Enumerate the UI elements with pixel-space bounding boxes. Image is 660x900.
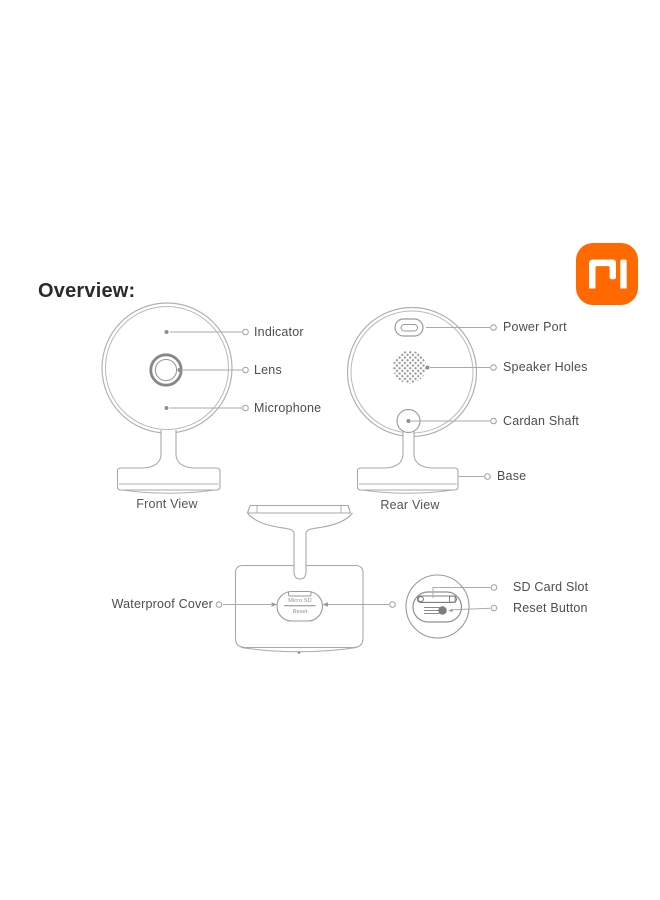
lens-inner-ring bbox=[154, 358, 178, 382]
microphone-dot bbox=[164, 406, 169, 410]
waterproof-cover-tab bbox=[288, 591, 312, 597]
label-microphone: Microphone bbox=[254, 401, 322, 415]
sd-card-slot-shape bbox=[416, 595, 458, 603]
label-lens: Lens bbox=[254, 363, 282, 377]
front-stand-base bbox=[116, 430, 221, 491]
label-speaker-holes: Speaker Holes bbox=[503, 360, 588, 374]
reset-arrow bbox=[448, 608, 453, 613]
rear-view-drawing bbox=[346, 306, 497, 494]
cardan-shaft-leader-end bbox=[490, 417, 497, 425]
bottom-view-drawing bbox=[215, 504, 396, 654]
caption-front-view: Front View bbox=[136, 497, 198, 511]
indicator-dot bbox=[164, 330, 169, 334]
sd-card-slot-leader-end bbox=[490, 584, 498, 591]
label-sd-card-slot: SD Card Slot bbox=[513, 580, 589, 594]
power-port-leader-end bbox=[490, 324, 497, 331]
front-base-foot bbox=[121, 489, 216, 494]
indicator-leader-end bbox=[242, 328, 249, 336]
waterproof-leader-start bbox=[215, 601, 223, 608]
cardan-shaft-dot bbox=[406, 419, 411, 423]
bottom-foot-dot bbox=[297, 651, 301, 654]
power-port-pin bbox=[400, 324, 418, 332]
label-reset-button: Reset Button bbox=[513, 601, 588, 615]
bottom-base-plate bbox=[246, 504, 352, 514]
magnified-detail-drawing bbox=[405, 574, 498, 639]
speaker-holes-dot bbox=[425, 365, 430, 370]
rear-base-foot bbox=[361, 489, 454, 494]
base-leader-end bbox=[484, 473, 491, 480]
speaker-holes-cluster bbox=[393, 350, 426, 384]
xiaomi-mi-logo bbox=[576, 243, 638, 305]
reset-button-shape bbox=[438, 606, 447, 615]
label-cardan-shaft: Cardan Shaft bbox=[503, 414, 580, 428]
bottom-body-foot bbox=[240, 647, 358, 653]
rear-stand-base bbox=[356, 429, 459, 491]
front-view-drawing bbox=[101, 302, 249, 494]
front-body-inner-ring bbox=[105, 306, 229, 430]
sd-card-slot-leader-line bbox=[432, 587, 491, 598]
label-power-port: Power Port bbox=[503, 320, 567, 334]
caption-rear-view: Rear View bbox=[380, 498, 440, 512]
cover-marking-reset: Reset bbox=[292, 609, 308, 615]
sd-slot-pin-circle bbox=[417, 596, 424, 603]
mi-logo-i-glyph bbox=[620, 259, 627, 289]
waterproof-leader-end bbox=[389, 601, 396, 608]
label-waterproof-cover: Waterproof Cover bbox=[111, 597, 213, 611]
label-base: Base bbox=[497, 469, 527, 483]
page-title: Overview: bbox=[38, 280, 136, 302]
mi-logo-background bbox=[576, 243, 638, 305]
lens-leader-end bbox=[242, 366, 249, 374]
power-port-outline bbox=[394, 318, 424, 337]
lens-dot bbox=[177, 368, 182, 372]
bottom-stand-flare bbox=[247, 512, 353, 580]
speaker-holes-leader-end bbox=[490, 364, 497, 371]
reset-leader-end bbox=[490, 604, 498, 612]
label-indicator: Indicator bbox=[254, 325, 304, 339]
cover-marking-micro-sd: Micro SD bbox=[288, 597, 312, 604]
microphone-leader-end bbox=[242, 404, 249, 412]
reset-leader-line bbox=[452, 607, 491, 611]
waterproof-arrow-left bbox=[271, 602, 277, 607]
waterproof-arrow-right bbox=[322, 602, 328, 607]
mi-logo-m-glyph bbox=[589, 259, 616, 289]
sd-slot-pin-square bbox=[449, 595, 456, 603]
